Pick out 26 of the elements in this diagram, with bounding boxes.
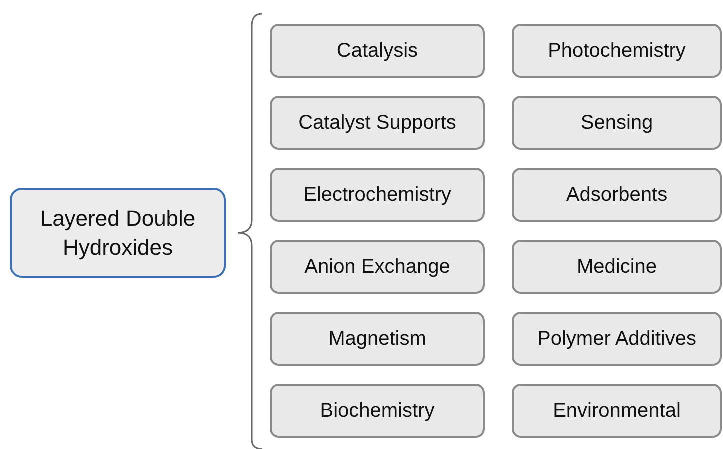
application-label: Sensing bbox=[580, 112, 654, 134]
application-label: Magnetism bbox=[328, 328, 426, 350]
application-box bbox=[270, 168, 485, 222]
application-box bbox=[512, 240, 722, 294]
application-box bbox=[512, 24, 722, 78]
application-box bbox=[512, 96, 722, 150]
application-label: Catalysis bbox=[336, 40, 418, 62]
application-label: Adsorbents bbox=[566, 184, 668, 206]
application-box bbox=[270, 96, 485, 150]
application-box bbox=[270, 240, 485, 294]
topic-label: Layered Double Hydroxides bbox=[39, 205, 197, 262]
application-box bbox=[270, 24, 485, 78]
application-box bbox=[270, 312, 485, 366]
application-box bbox=[512, 312, 722, 366]
application-label: Catalyst Supports bbox=[298, 112, 456, 134]
application-box bbox=[512, 384, 722, 438]
application-label: Biochemistry bbox=[320, 400, 435, 422]
application-label: Environmental bbox=[553, 400, 681, 422]
application-label: Electrochemistry bbox=[304, 184, 452, 206]
application-label: Anion Exchange bbox=[304, 256, 450, 278]
application-box bbox=[512, 168, 722, 222]
topic-box bbox=[10, 188, 226, 278]
application-label: Photochemistry bbox=[548, 40, 686, 62]
application-label: Medicine bbox=[576, 256, 658, 278]
application-box bbox=[270, 384, 485, 438]
application-label: Polymer Additives bbox=[538, 328, 696, 350]
